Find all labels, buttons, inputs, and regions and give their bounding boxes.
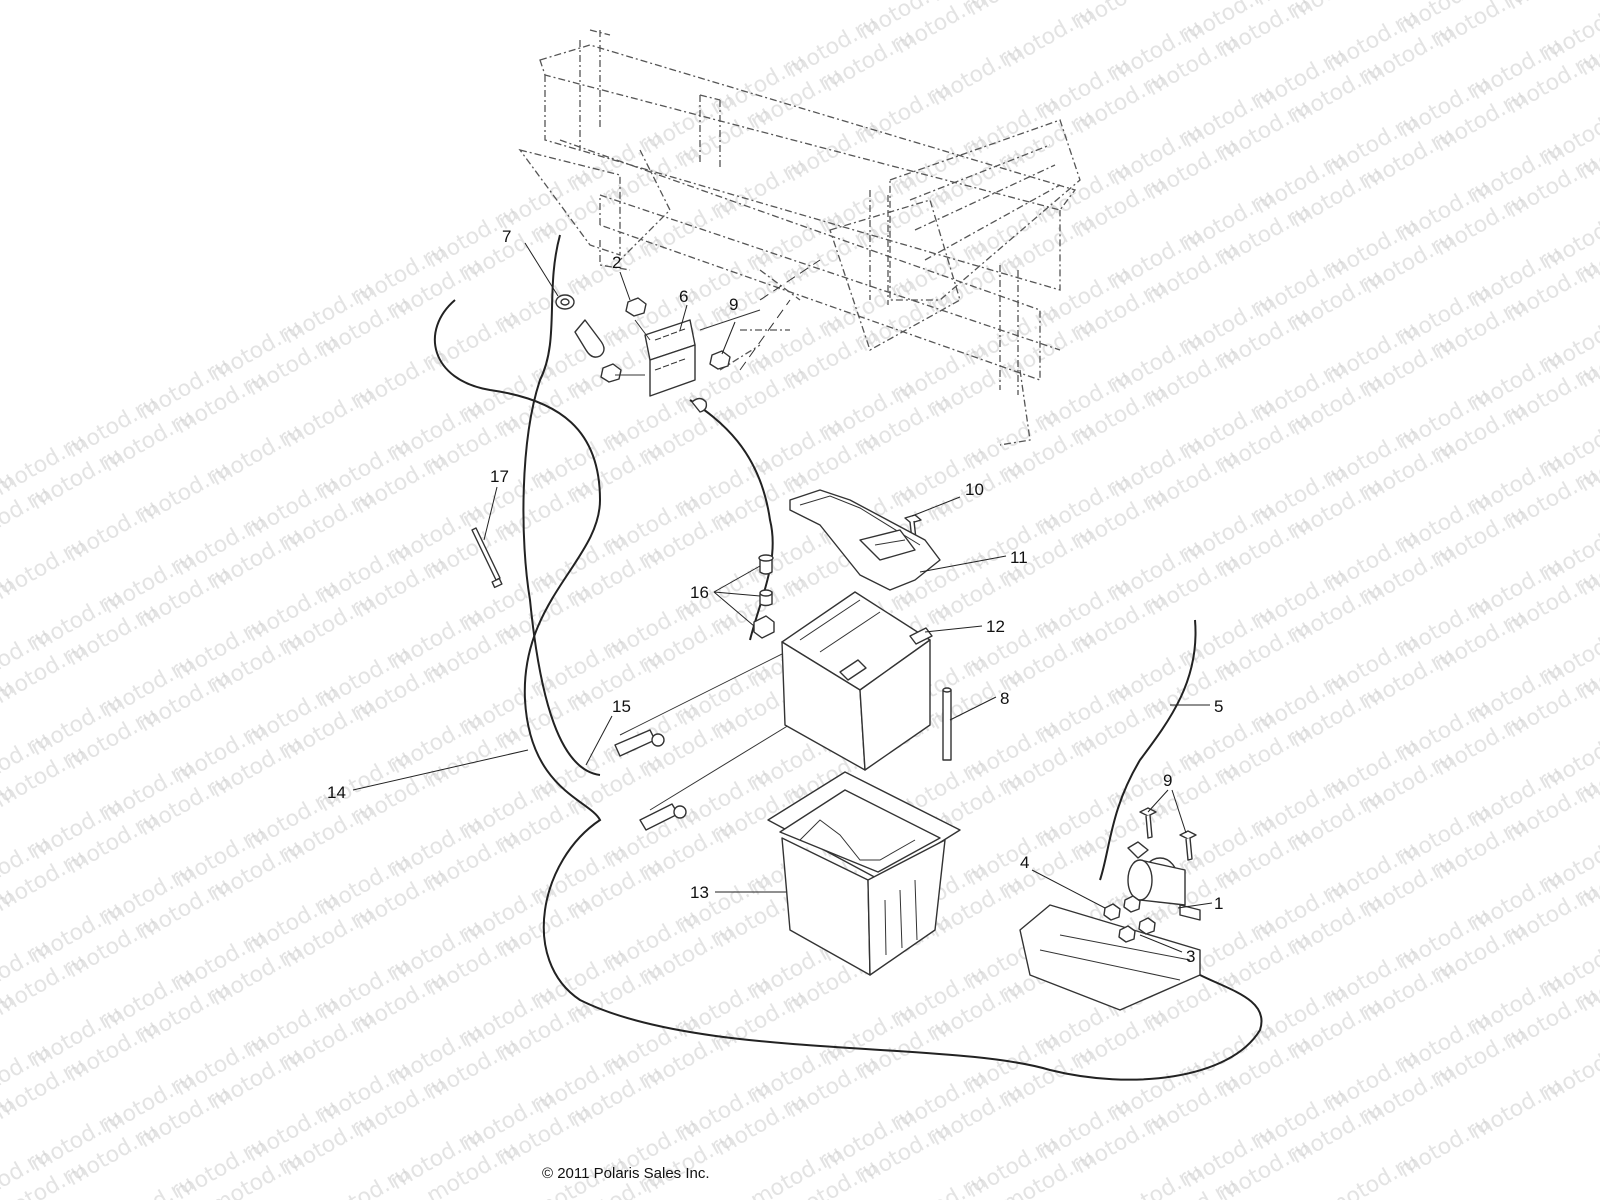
callout-16: 16 xyxy=(690,583,709,602)
callout-7: 7 xyxy=(502,227,511,246)
callout-17: 17 xyxy=(490,467,509,486)
top-hardware xyxy=(555,259,821,413)
battery xyxy=(781,591,933,771)
leader-lines xyxy=(352,242,1213,953)
callout-labels: 1 2 3 4 5 6 7 8 9 9 10 11 12 13 14 15 16… xyxy=(327,227,1223,966)
callout-4: 4 xyxy=(1020,853,1029,872)
starter-solenoid xyxy=(1019,807,1201,1011)
watermark-text: motod.ru xyxy=(1503,0,1600,15)
callout-14: 14 xyxy=(327,783,346,802)
watermark-text: motod.ru xyxy=(1287,0,1387,25)
cable-14 xyxy=(433,299,1263,1081)
callout-13: 13 xyxy=(690,883,709,902)
callout-8: 8 xyxy=(1000,689,1009,708)
zip-tie xyxy=(471,527,503,589)
callout-15: 15 xyxy=(612,697,631,716)
watermark-text: motod.ru xyxy=(1539,1035,1600,1107)
ring-terminals xyxy=(614,729,687,831)
callout-1: 1 xyxy=(1214,894,1223,913)
callout-9-lower: 9 xyxy=(1163,771,1172,790)
battery-terminal-hardware xyxy=(753,554,775,639)
callout-10: 10 xyxy=(965,480,984,499)
callout-5: 5 xyxy=(1214,697,1223,716)
copyright-notice: © 2011 Polaris Sales Inc. xyxy=(542,1165,710,1182)
callout-3: 3 xyxy=(1186,947,1195,966)
cable-5 xyxy=(1099,619,1197,881)
vehicle-frame xyxy=(518,29,1081,446)
callout-9-upper: 9 xyxy=(729,295,738,314)
callout-6: 6 xyxy=(679,287,688,306)
watermark-text: motod.ru xyxy=(1071,0,1171,35)
battery-hold-down xyxy=(789,489,941,591)
callout-12: 12 xyxy=(986,617,1005,636)
callout-11: 11 xyxy=(1010,548,1028,567)
battery-box xyxy=(767,771,961,976)
fuse-block xyxy=(644,319,696,397)
vent-tube xyxy=(942,687,952,761)
watermark-text: motod.ru xyxy=(963,0,1063,21)
cable-15 xyxy=(522,234,601,776)
callout-2: 2 xyxy=(612,253,621,272)
